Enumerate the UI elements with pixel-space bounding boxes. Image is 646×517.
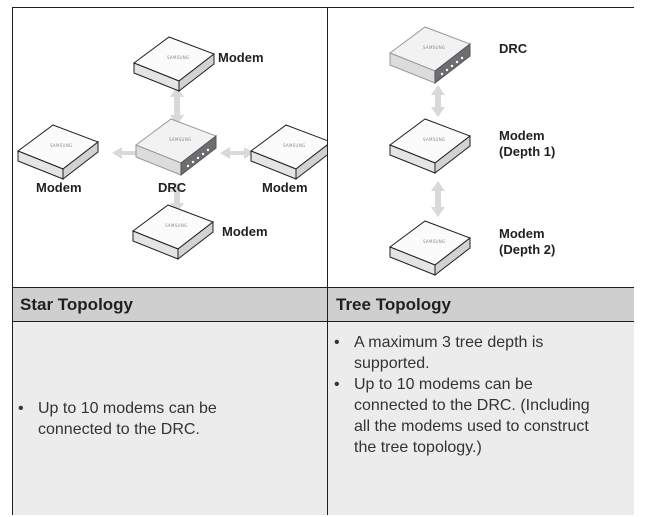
table-row-divider bbox=[12, 287, 634, 288]
tree-drc-device bbox=[389, 26, 471, 84]
star-topology-title: Star Topology bbox=[20, 294, 134, 314]
star-label-modem-left: Modem bbox=[36, 180, 82, 195]
tree-label-depth2-line1: Modem bbox=[499, 226, 545, 241]
drc-device bbox=[135, 118, 217, 176]
arrow-top-link bbox=[170, 87, 184, 125]
table-row-divider bbox=[12, 321, 634, 322]
star-label-modem-top: Modem bbox=[218, 50, 264, 65]
tree-label-depth1-line1: Modem bbox=[499, 128, 545, 143]
modem-right-device bbox=[250, 124, 332, 180]
table-border-top bbox=[12, 7, 634, 8]
tree-label-depth2-line2: (Depth 2) bbox=[499, 242, 555, 257]
device-brand-text: SAMSUNG bbox=[423, 137, 445, 142]
star-topology-diagram: SAMSUNG SAMSUNG SAMSUNG SAMSUNG SAMSUNG … bbox=[17, 36, 332, 260]
star-description-cell: Up to 10 modems can be connected to the … bbox=[12, 322, 327, 515]
arrow-drc-to-depth1 bbox=[431, 85, 445, 117]
tree-label-depth1-line2: (Depth 1) bbox=[499, 144, 555, 159]
star-label-modem-bottom: Modem bbox=[222, 224, 268, 239]
table-column-divider bbox=[327, 7, 328, 515]
tree-bullet-item: A maximum 3 tree depth is supported. bbox=[328, 332, 600, 374]
modem-top-device bbox=[133, 36, 215, 92]
tree-topology-diagram: SAMSUNG SAMSUNG SAMSUNG DRC Modem (Depth… bbox=[389, 26, 555, 276]
modem-left-device bbox=[17, 124, 99, 180]
star-topology-header: Star Topology bbox=[12, 288, 327, 321]
tree-description-cell: A maximum 3 tree depth is supported. Up … bbox=[328, 322, 634, 515]
arrow-bottom-link bbox=[170, 183, 184, 213]
star-bullet-item: Up to 10 modems can be connected to the … bbox=[12, 398, 262, 440]
tree-bullet-list: A maximum 3 tree depth is supported. Up … bbox=[328, 332, 600, 458]
tree-topology-header: Tree Topology bbox=[328, 288, 634, 321]
arrow-right-link bbox=[220, 147, 254, 159]
device-brand-text: SAMSUNG bbox=[167, 55, 189, 60]
device-brand-text: SAMSUNG bbox=[165, 223, 187, 228]
tree-diagram-cell: SAMSUNG SAMSUNG SAMSUNG DRC Modem (Depth… bbox=[328, 7, 634, 287]
device-brand-text: SAMSUNG bbox=[423, 239, 445, 244]
device-brand-text: SAMSUNG bbox=[423, 45, 445, 50]
star-label-modem-right: Modem bbox=[262, 180, 308, 195]
tree-bullet-item: Up to 10 modems can be connected to the … bbox=[328, 374, 600, 458]
topology-table: SAMSUNG SAMSUNG SAMSUNG SAMSUNG SAMSUNG … bbox=[12, 7, 634, 515]
arrow-depth1-to-depth2 bbox=[431, 181, 445, 217]
device-brand-text: SAMSUNG bbox=[50, 143, 72, 148]
device-brand-text: SAMSUNG bbox=[283, 143, 305, 148]
tree-modem-depth1-device bbox=[389, 118, 471, 174]
tree-label-drc: DRC bbox=[499, 41, 528, 56]
star-bullet-list: Up to 10 modems can be connected to the … bbox=[12, 398, 262, 440]
tree-modem-depth2-device bbox=[389, 220, 471, 276]
star-label-drc: DRC bbox=[158, 180, 187, 195]
device-brand-text: SAMSUNG bbox=[169, 137, 191, 142]
star-diagram-cell: SAMSUNG SAMSUNG SAMSUNG SAMSUNG SAMSUNG … bbox=[12, 7, 332, 287]
table-border-left bbox=[12, 7, 13, 515]
modem-bottom-device bbox=[132, 204, 214, 260]
tree-topology-title: Tree Topology bbox=[336, 294, 451, 314]
